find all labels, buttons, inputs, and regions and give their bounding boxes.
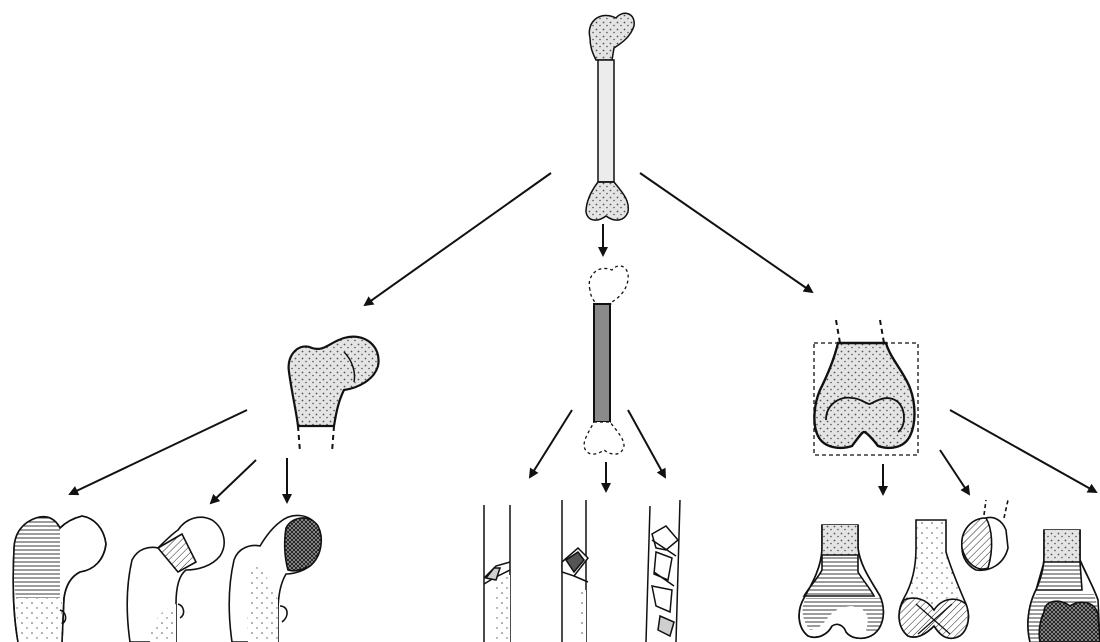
proximal-neck-zone-icon xyxy=(127,517,224,642)
distal-complete-articular-icon xyxy=(1028,530,1100,642)
arrow-to-proximal-b xyxy=(211,460,256,503)
arrow-to-proximal-a xyxy=(70,410,247,494)
arrow-to-distal-b xyxy=(940,450,969,494)
wedge-shaft-fracture-icon xyxy=(562,500,588,642)
femoral-shaft-icon xyxy=(584,266,628,454)
arrow-to-proximal-femur xyxy=(365,173,551,305)
distal-partial-articular-icon xyxy=(899,500,1008,638)
whole-femur-icon xyxy=(586,13,634,220)
proximal-femur-icon xyxy=(289,337,379,452)
distal-femur-icon xyxy=(814,320,918,455)
arrow-to-distal-femur xyxy=(640,173,812,292)
arrow-to-distal-c xyxy=(950,410,1096,492)
proximal-head-zone-icon xyxy=(229,515,321,642)
proximal-trochanteric-zone-icon xyxy=(13,516,106,642)
distal-extraarticular-icon xyxy=(799,525,883,638)
arrow-to-shaft-a xyxy=(530,410,572,477)
simple-shaft-fracture-icon xyxy=(484,505,510,642)
complex-shaft-fracture-icon xyxy=(646,500,680,642)
connector-arrows xyxy=(70,173,1096,503)
arrow-to-shaft-c xyxy=(628,410,665,477)
